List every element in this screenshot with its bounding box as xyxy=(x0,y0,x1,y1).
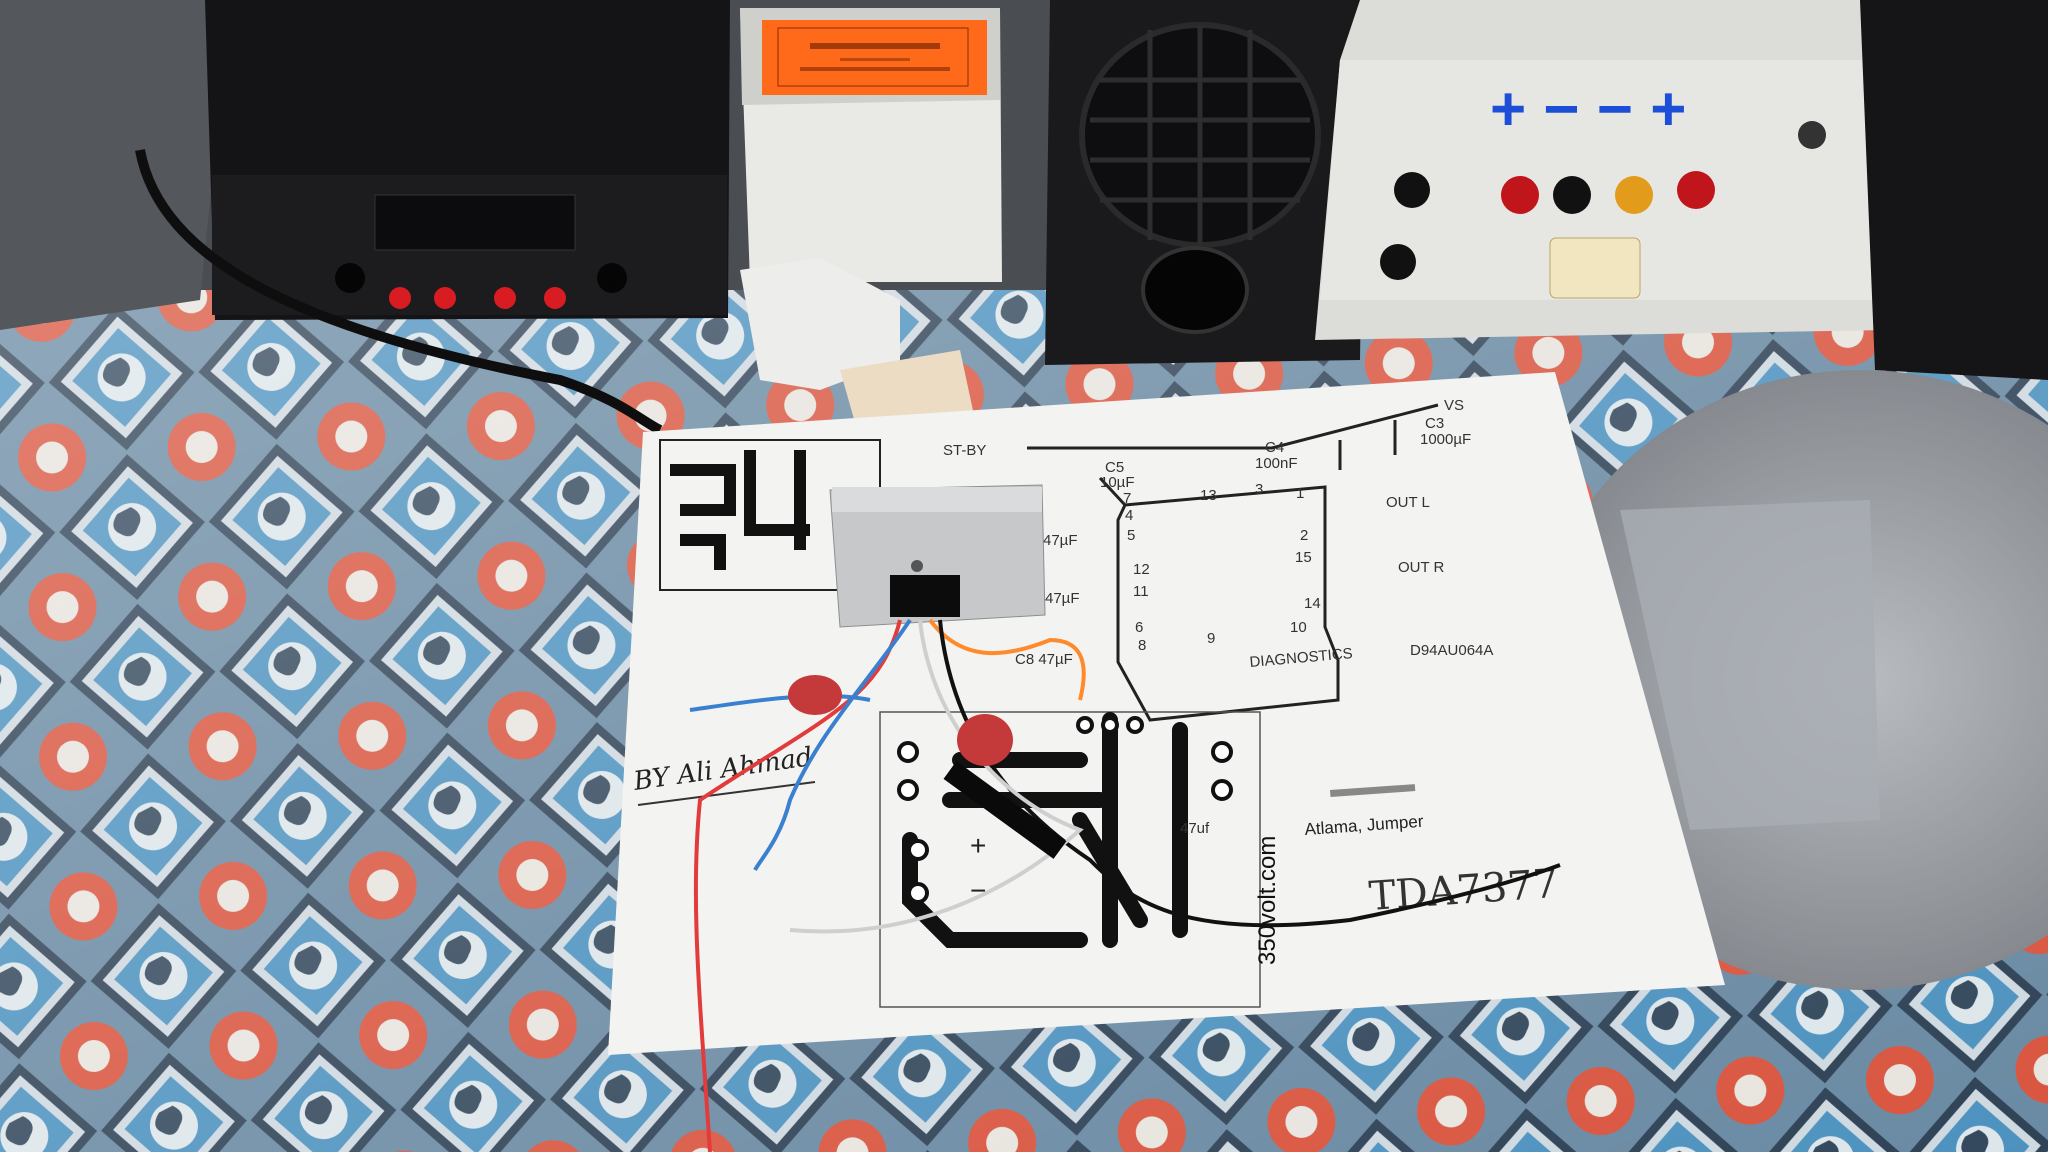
black-terminal xyxy=(1380,244,1416,280)
perfboard xyxy=(1620,500,1880,830)
jumper-mark xyxy=(1329,784,1416,797)
pin-13: 13 xyxy=(1200,487,1217,504)
red-terminal xyxy=(434,287,456,309)
polarity-marks: + − − + xyxy=(1490,75,1687,144)
pcb-cap-label: 47uf xyxy=(1180,820,1210,837)
standby-label: ST-BY xyxy=(943,442,986,459)
c5-value: 10µF xyxy=(1100,474,1135,491)
c3-value: 1000µF xyxy=(1420,431,1471,448)
red-terminal xyxy=(544,287,566,309)
white-box xyxy=(740,8,1002,282)
pin-2: 2 xyxy=(1300,527,1308,544)
film-capacitor xyxy=(957,714,1013,766)
pcb-plus: + xyxy=(970,830,986,861)
yellow-terminal xyxy=(1615,176,1653,214)
black-sleeve xyxy=(943,761,1067,859)
pin-5: 5 xyxy=(1127,527,1135,544)
orange-label xyxy=(762,20,987,95)
black-enclosure xyxy=(1860,0,2048,380)
pin-12: 12 xyxy=(1133,561,1150,578)
red-terminal xyxy=(1677,171,1715,209)
out-l-label: OUT L xyxy=(1386,494,1430,511)
tda7377-chip xyxy=(890,575,960,617)
power-supply: + − − + xyxy=(1315,0,1888,340)
black-terminal xyxy=(1394,172,1430,208)
pin-7: 7 xyxy=(1123,490,1131,507)
pin-10: 10 xyxy=(1290,619,1307,636)
cap-in1-label: 47µF xyxy=(1043,532,1078,549)
vs-label: VS xyxy=(1444,397,1464,414)
c8-label: C8 47µF xyxy=(1015,651,1073,668)
pin-1: 1 xyxy=(1296,485,1304,502)
schematic-code: D94AU064A xyxy=(1410,642,1493,659)
pin-15: 15 xyxy=(1295,549,1312,566)
jack-icon xyxy=(335,263,365,293)
c5-label: C5 xyxy=(1105,459,1124,476)
c4-value: 100nF xyxy=(1255,455,1298,472)
pin-9: 9 xyxy=(1207,630,1215,647)
pin-4: 4 xyxy=(1125,507,1133,524)
bass-port xyxy=(1141,246,1249,334)
pin-11: 11 xyxy=(1133,583,1149,600)
pin-14: 14 xyxy=(1304,595,1321,612)
c3-label: C3 xyxy=(1425,415,1444,432)
out-r-label: OUT R xyxy=(1398,559,1445,576)
pin-6: 6 xyxy=(1135,619,1143,636)
heatsink xyxy=(829,484,1046,628)
wall-corner xyxy=(0,0,230,330)
schematic-paper: ST-BY VS C3 1000µF C4 100nF C5 10µF 47µF… xyxy=(608,372,1725,1055)
c4-label: C4 xyxy=(1265,439,1284,456)
pin-8: 8 xyxy=(1138,637,1146,654)
red-terminal xyxy=(389,287,411,309)
pcb-site-label: 350volt.com xyxy=(1254,836,1281,965)
jack-icon xyxy=(597,263,627,293)
red-terminal xyxy=(494,287,516,309)
cap-in2-label: 47µF xyxy=(1045,590,1080,607)
black-amplifier-box xyxy=(205,0,730,320)
jack-icon xyxy=(1798,121,1826,149)
film-capacitor xyxy=(788,675,842,715)
fuse-holder xyxy=(1549,237,1641,299)
power-cable xyxy=(135,149,663,435)
black-terminal xyxy=(1553,176,1591,214)
speaker xyxy=(1045,0,1365,365)
pin-3: 3 xyxy=(1255,481,1263,498)
red-terminal xyxy=(1501,176,1539,214)
